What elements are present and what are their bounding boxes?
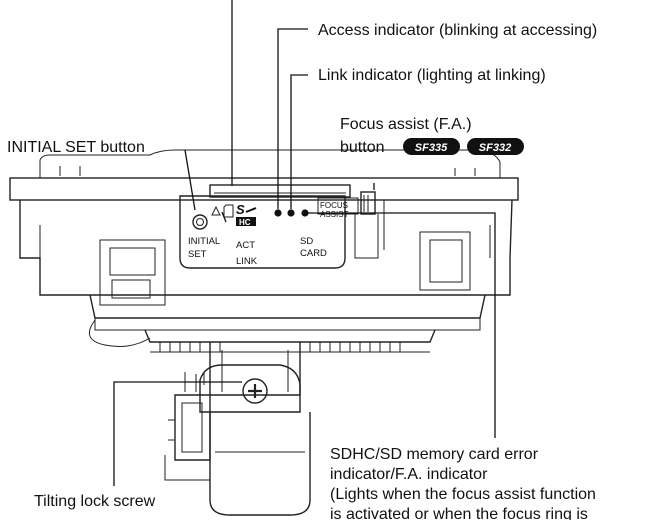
tilting-lock-screw-icon <box>242 378 268 404</box>
sd-card-icon <box>223 204 234 218</box>
panel-act-text: ACT <box>236 240 255 251</box>
model-badge-sf332: SF332 <box>467 138 524 155</box>
control-panel: INITIAL SET S HC ACT LINK SD CARD FOCUS … <box>179 184 385 269</box>
link-indicator-label: Link indicator (lighting at linking) <box>318 67 546 84</box>
access-indicator-label: Access indicator (blinking at accessing) <box>318 22 597 39</box>
sd-error-label-line4: is activated or when the focus ring is <box>330 506 588 520</box>
focus-assist-label-line1: Focus assist (F.A.) <box>340 116 472 133</box>
panel-link-text: LINK <box>236 256 258 267</box>
access-indicator-dot <box>274 209 282 217</box>
panel-card-text: CARD <box>300 248 327 259</box>
focus-assist-button[interactable] <box>360 191 376 215</box>
focus-assist-label-line2: button <box>340 139 384 156</box>
warning-triangle-icon <box>211 205 221 216</box>
initial-set-label: INITIAL SET button <box>7 139 145 156</box>
panel-assist-text: ASSIST <box>320 210 349 219</box>
initial-set-button[interactable] <box>192 214 208 230</box>
badge-sf332-text: SF332 <box>479 142 511 154</box>
sd-logo-text: S <box>236 202 245 217</box>
model-badge-sf335: SF335 <box>403 138 460 155</box>
hc-logo-text: HC <box>239 218 251 227</box>
sd-error-label-line1: SDHC/SD memory card error <box>330 446 539 463</box>
tilting-lock-screw-label: Tilting lock screw <box>34 493 156 510</box>
callout-labels: Access indicator (blinking at accessing)… <box>7 22 597 523</box>
panel-focus-text: FOCUS <box>320 201 348 210</box>
panel-set-text: SET <box>188 249 207 260</box>
sd-card-slot <box>209 184 351 198</box>
leader-lines <box>113 0 496 486</box>
panel-sd-text: SD <box>300 236 313 247</box>
sd-error-label-line2: indicator/F.A. indicator <box>330 466 488 483</box>
link-indicator-dot <box>287 209 295 217</box>
camera-body <box>9 149 519 516</box>
sd-error-label-line3: (Lights when the focus assist function <box>330 486 596 503</box>
hc-logo-block <box>236 217 256 226</box>
panel-initial-text: INITIAL <box>188 236 220 247</box>
badge-sf335-text: SF335 <box>415 142 448 154</box>
ring-ridges <box>150 342 430 353</box>
